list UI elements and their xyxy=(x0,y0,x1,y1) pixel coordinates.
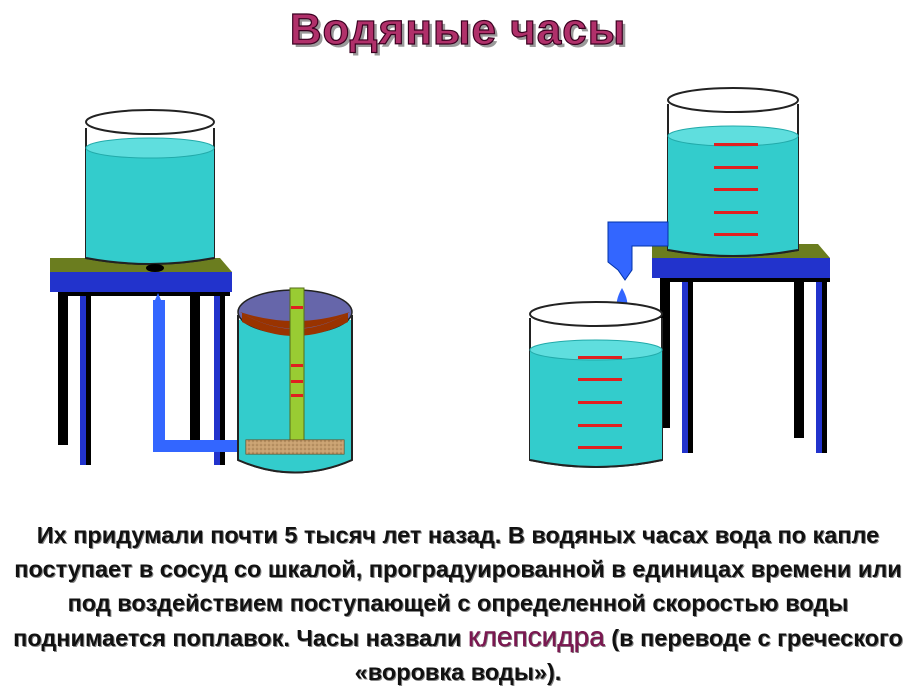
description-part-2: (в переводе с греческого «воровка воды»)… xyxy=(354,625,903,685)
description-part-1: Их придумали почти 5 тысяч лет назад. В … xyxy=(13,522,902,651)
receiving-vessel-icon xyxy=(529,301,663,468)
stand-icon xyxy=(652,244,830,453)
spout-icon xyxy=(607,221,669,281)
clepsydra-term: клепсидра xyxy=(468,621,605,652)
right-water-clock xyxy=(529,87,830,468)
water-reservoir-icon xyxy=(85,109,215,272)
stand-icon xyxy=(50,258,232,465)
float-cylinder-icon xyxy=(237,287,353,474)
page-title: Водяные часы xyxy=(289,4,627,54)
description-text: Их придумали почти 5 тысяч лет назад. В … xyxy=(8,518,908,689)
pipe-icon xyxy=(153,293,248,452)
left-water-clock xyxy=(50,109,353,474)
graduated-vessel-icon xyxy=(667,87,799,257)
water-clock-illustration xyxy=(50,87,830,474)
